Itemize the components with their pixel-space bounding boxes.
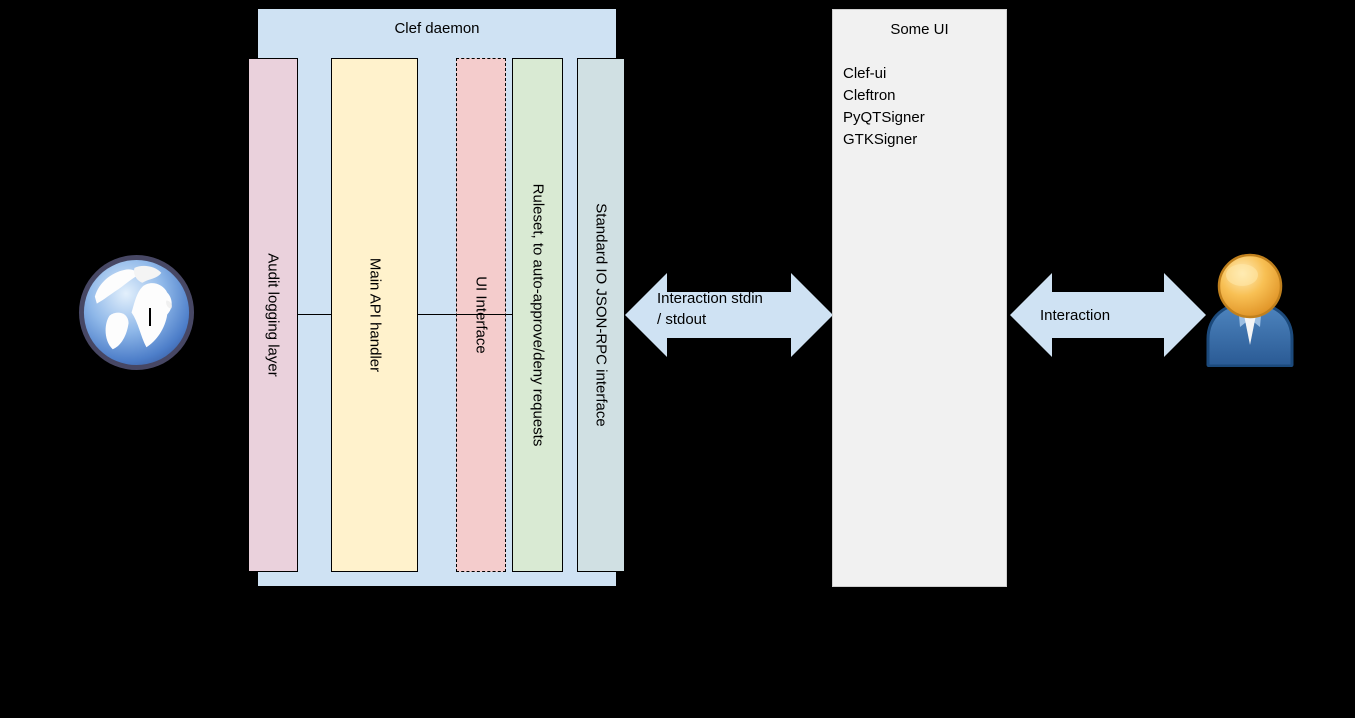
layer-ruleset: Ruleset, to auto-approve/deny requests — [512, 58, 563, 572]
connector-line-audit-api — [298, 314, 331, 315]
layer-stdio-jsonrpc: Standard IO JSON-RPC interface — [577, 58, 625, 572]
stdin-stdout-arrow-label: Interaction stdin / stdout — [657, 288, 763, 330]
some-ui-list: Clef-ui Cleftron PyQTSigner GTKSigner — [843, 63, 925, 151]
layer-label: UI Interface — [472, 276, 490, 354]
person-icon-svg — [1206, 253, 1294, 368]
layer-ui-interface: UI Interface — [456, 58, 506, 572]
globe-icon-svg — [78, 254, 195, 371]
arrow-label-line2: / stdout — [657, 311, 707, 328]
interaction-arrow-label: Interaction — [1040, 307, 1111, 324]
ui-implementation-item: Clef-ui — [843, 65, 887, 82]
some-ui-title: Some UI — [890, 21, 949, 38]
layer-label: Ruleset, to auto-approve/deny requests — [529, 183, 546, 447]
text-cursor-mark — [149, 308, 151, 326]
connector-line-api-ruleset — [418, 314, 512, 315]
globe-icon — [77, 253, 196, 372]
layer-label: Standard IO JSON-RPC interface — [592, 203, 610, 427]
some-ui-box — [832, 9, 1007, 587]
layer-main-api-handler: Main API handler — [331, 58, 418, 572]
ui-implementation-item: Cleftron — [843, 87, 896, 104]
arrow-label-line1: Interaction stdin — [657, 290, 763, 307]
clef-daemon-title: Clef daemon — [394, 20, 480, 37]
layer-label: Main API handler — [366, 257, 383, 373]
layer-label: Audit logging layer — [264, 253, 282, 377]
clef-daemon-box — [257, 8, 617, 587]
ui-implementation-item: PyQTSigner — [843, 109, 925, 126]
layer-audit-logging: Audit logging layer — [248, 58, 298, 572]
person-icon — [1204, 253, 1296, 368]
ui-implementation-item: GTKSigner — [843, 131, 918, 148]
